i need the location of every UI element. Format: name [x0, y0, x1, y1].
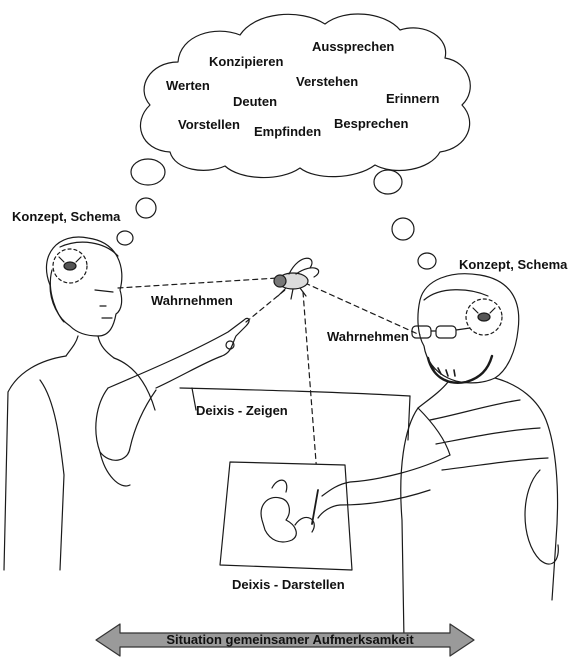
joint-attention-arrow-label: Situation gemeinsamer Aufmerksamkeit — [166, 632, 414, 647]
perceive-label-right: Wahrnehmen — [327, 329, 409, 344]
thought-word-konzipieren: Konzipieren — [209, 54, 284, 69]
thought-word-empfinden: Empfinden — [254, 124, 322, 139]
concept-label-left: Konzept, Schema — [12, 209, 121, 224]
thought-bubbles-right — [373, 169, 437, 270]
thought-word-aussprechen: Aussprechen — [312, 39, 395, 54]
perceive-label-left: Wahrnehmen — [151, 293, 233, 308]
thought-word-erinnern: Erinnern — [386, 91, 440, 106]
thought-word-deuten: Deuten — [233, 94, 278, 109]
deixis-pointing-label: Deixis - Zeigen — [196, 403, 288, 418]
thought-word-vorstellen: Vorstellen — [178, 117, 240, 132]
thought-word-werten: Werten — [166, 78, 210, 93]
gaze-lines — [117, 277, 421, 489]
fly-drawing — [273, 257, 320, 300]
joint-attention-arrow — [95, 623, 475, 657]
deixis-depicting-label: Deixis - Darstellen — [232, 577, 345, 592]
paper-sheet — [219, 461, 353, 571]
concept-label-right: Konzept, Schema — [459, 257, 568, 272]
thought-bubbles-left — [116, 158, 166, 246]
thought-word-besprechen: Besprechen — [334, 116, 409, 131]
man-figure — [311, 273, 559, 641]
thought-word-verstehen: Verstehen — [296, 74, 359, 89]
thought-cloud — [140, 13, 471, 179]
woman-figure — [3, 236, 250, 571]
table-edges — [179, 387, 411, 441]
